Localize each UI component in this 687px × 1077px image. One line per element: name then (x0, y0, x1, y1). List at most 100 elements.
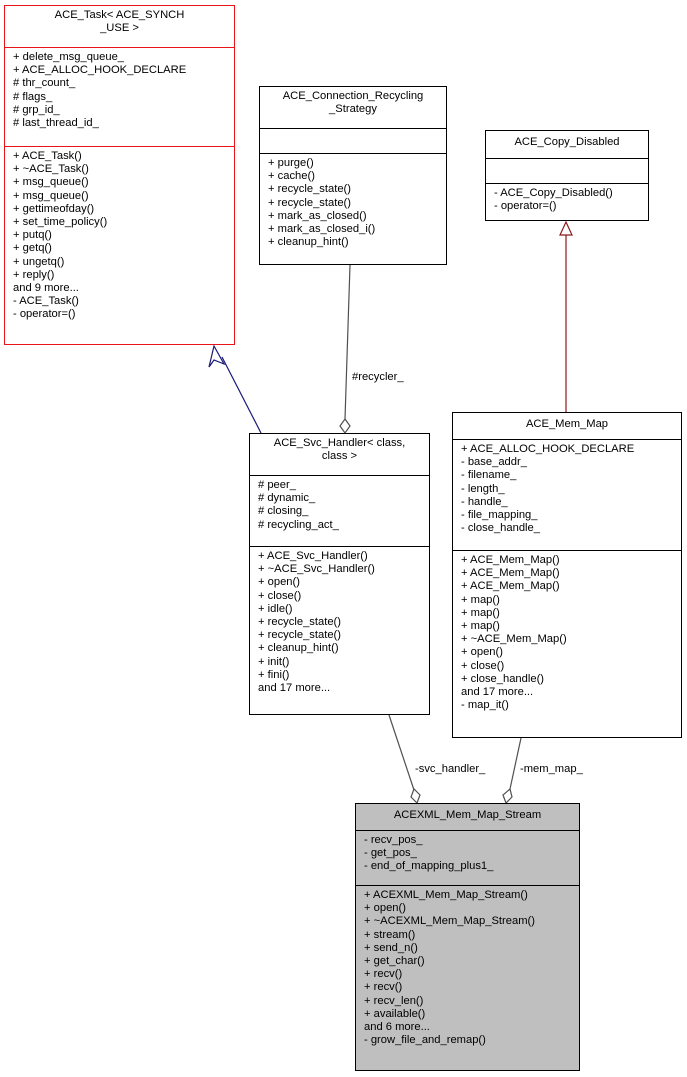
class-method: + msg_queue() (13, 176, 89, 189)
class-title: ACE_Task< ACE_SYNCH _USE > (5, 6, 234, 47)
inheritance-arrowhead-icon (559, 220, 573, 236)
class-method: + get_char() (364, 955, 425, 968)
class-method: + ACEXML_Mem_Map_Stream() (364, 889, 528, 901)
class-method: + mark_as_closed_i() (268, 223, 376, 236)
class-attribute: # grp_id_ (13, 103, 60, 116)
class-method: + ungetq() (13, 255, 65, 268)
method-section: - ACE_Copy_Disabled()- operator=() (486, 183, 648, 215)
class-method: + gettimeofday() (13, 202, 95, 215)
class-title-line: ACE_Svc_Handler< class, (273, 437, 406, 449)
class-attribute: # peer_ (258, 479, 296, 491)
class-method: + close() (258, 589, 302, 602)
class-method: + send_n() (364, 941, 418, 954)
class-title-line: ACE_Copy_Disabled (514, 136, 620, 148)
class-method: + ACE_Mem_Map() (461, 580, 560, 593)
class-method: + recv() (364, 968, 403, 981)
class-method: + open() (364, 902, 406, 915)
class-method: + recv_len() (364, 994, 424, 1007)
edge-label-svc-handler: -svc_handler_ (415, 763, 486, 775)
class-attribute: + ACE_ALLOC_HOOK_DECLARE (13, 64, 187, 77)
class-title-line: ACE_Task< ACE_SYNCH (54, 9, 185, 21)
class-title-line: ACEXML_Mem_Map_Stream (393, 809, 542, 821)
class-box-ace-copy-disabled[interactable]: ACE_Copy_Disabled - ACE_Copy_Disabled()-… (485, 130, 649, 221)
class-method: + ACE_Task() (13, 150, 82, 162)
attribute-section: - recv_pos_- get_pos_- end_of_mapping_pl… (356, 830, 579, 885)
class-method: + recv() (364, 981, 403, 994)
class-attribute: - end_of_mapping_plus1_ (364, 860, 494, 873)
class-attribute: - handle_ (461, 495, 508, 508)
class-method: + ~ACE_Svc_Handler() (258, 563, 375, 576)
class-method: + ACE_Mem_Map() (461, 554, 560, 566)
class-box-acexml-mem-map-stream[interactable]: ACEXML_Mem_Map_Stream - recv_pos_- get_p… (355, 803, 580, 1071)
class-title-line: _Strategy (329, 103, 377, 115)
method-section: + purge()+ cache()+ recycle_state()+ rec… (260, 153, 446, 251)
class-attribute: # flags_ (13, 90, 53, 103)
class-method: - operator=() (494, 200, 557, 213)
class-method: + map() (461, 620, 500, 633)
class-title: ACE_Copy_Disabled (486, 131, 648, 158)
aggregation-edge-recycler (344, 264, 351, 420)
class-attribute: - length_ (461, 482, 505, 495)
aggregation-diamond-icon (339, 417, 351, 435)
attribute-section (486, 158, 648, 183)
class-attribute: - base_addr_ (461, 456, 527, 469)
class-title: ACEXML_Mem_Map_Stream (356, 804, 579, 830)
class-method: + close_handle() (461, 672, 545, 685)
class-attribute: # dynamic_ (258, 492, 316, 505)
class-method: + open() (461, 646, 503, 659)
method-section: + ACEXML_Mem_Map_Stream()+ open()+ ~ACEX… (356, 885, 579, 1049)
class-method: + recycle_state() (268, 196, 352, 209)
class-method: + getq() (13, 242, 52, 255)
class-method: + cleanup_hint() (258, 642, 339, 655)
class-method: and 17 more... (258, 682, 331, 695)
class-method: + ~ACE_Mem_Map() (461, 633, 567, 646)
method-section: + ACE_Task()+ ~ACE_Task()+ msg_queue() + … (5, 146, 234, 324)
class-method: + recycle_state() (258, 616, 342, 629)
class-box-ace-task[interactable]: ACE_Task< ACE_SYNCH _USE > + delete_msg_… (4, 5, 235, 345)
class-title-line: ACE_Connection_Recycling (282, 90, 424, 102)
class-box-ace-connection-recycling-strategy[interactable]: ACE_Connection_Recycling _Strategy + pur… (259, 86, 447, 265)
attribute-section (260, 128, 446, 153)
attribute-section: + delete_msg_queue_+ ACE_ALLOC_HOOK_DECL… (5, 47, 234, 146)
class-method: + stream() (364, 928, 416, 941)
class-attribute: # recycling_act_ (258, 518, 339, 531)
class-method: + cleanup_hint() (268, 236, 349, 249)
class-attribute: + ACE_ALLOC_HOOK_DECLARE (461, 443, 635, 455)
class-title-line: ACE_Mem_Map (525, 418, 609, 430)
class-method: - operator=() (13, 308, 76, 321)
aggregation-edge-svc-handler (388, 714, 415, 791)
class-method: - grow_file_and_remap() (364, 1034, 486, 1047)
class-method: and 17 more... (461, 686, 534, 699)
method-section: + ACE_Mem_Map()+ ACE_Mem_Map()+ ACE_Mem_… (453, 550, 681, 714)
class-attribute: - file_mapping_ (461, 509, 538, 522)
class-title: ACE_Svc_Handler< class, class > (250, 434, 429, 475)
class-attribute: - filename_ (461, 469, 517, 482)
aggregation-diamond-icon (502, 787, 513, 805)
class-method: - map_it() (461, 699, 509, 712)
inheritance-edge-svc-handler-to-task (221, 356, 262, 434)
class-method: + mark_as_closed() (268, 209, 367, 222)
inheritance-arrowhead-icon (208, 344, 226, 368)
class-method: + map() (461, 593, 500, 606)
class-box-ace-svc-handler[interactable]: ACE_Svc_Handler< class, class > # peer_#… (249, 433, 430, 715)
method-section: + ACE_Svc_Handler()+ ~ACE_Svc_Handler() +… (250, 546, 429, 697)
class-attribute: # last_thread_id_ (13, 117, 99, 130)
class-method: + init() (258, 655, 290, 668)
class-method: + fini() (258, 668, 290, 681)
class-attribute: + delete_msg_queue_ (13, 51, 125, 63)
class-box-ace-mem-map[interactable]: ACE_Mem_Map + ACE_ALLOC_HOOK_DECLARE- ba… (452, 412, 682, 738)
class-method: + ACE_Svc_Handler() (258, 550, 368, 562)
class-title-line: class > (321, 450, 358, 462)
class-method: + ACE_Mem_Map() (461, 567, 560, 580)
class-method: + close() (461, 659, 505, 672)
class-title-line: _USE > (100, 22, 139, 34)
class-method: + idle() (258, 602, 293, 615)
class-title: ACE_Connection_Recycling _Strategy (260, 87, 446, 128)
class-method: + reply() (13, 268, 55, 281)
class-method: - ACE_Task() (13, 295, 79, 308)
class-method: + cache() (268, 170, 315, 183)
class-method: + ~ACE_Task() (13, 163, 89, 176)
class-title: ACE_Mem_Map (453, 413, 681, 439)
class-method: and 6 more... (364, 1021, 430, 1034)
